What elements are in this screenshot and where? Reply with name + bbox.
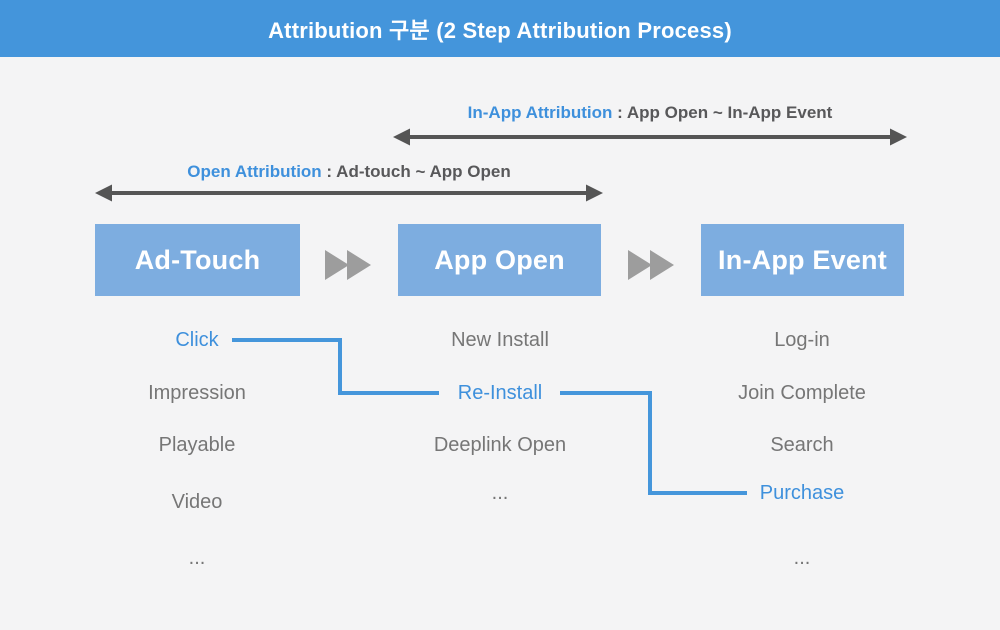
list-item-search: Search: [770, 434, 834, 456]
list-item-re-install: Re-Install: [457, 382, 543, 404]
list-item-impression: Impression: [148, 382, 246, 404]
list-item-log-in: Log-in: [774, 329, 830, 351]
open-range-double-arrow-icon: [95, 184, 603, 202]
stage-box-ad-touch: Ad-Touch: [95, 224, 300, 296]
in-app-attribution-name: In-App Attribution: [467, 103, 613, 122]
list-item-video: Video: [171, 491, 223, 513]
page-title: Attribution 구분 (2 Step Attribution Proce…: [268, 17, 732, 43]
list-item-ellipsis: ...: [793, 547, 811, 569]
title-bar: Attribution 구분 (2 Step Attribution Proce…: [0, 0, 1000, 57]
double-chevron-right-icon: [628, 250, 674, 280]
double-chevron-right-icon: [325, 250, 371, 280]
stage-label: Ad-Touch: [134, 244, 261, 275]
stage-label: In-App Event: [718, 244, 887, 275]
list-item-click: Click: [175, 329, 219, 351]
list-item-playable: Playable: [158, 434, 236, 456]
list-item-new-install: New Install: [451, 329, 549, 351]
in-app-range-double-arrow-icon: [393, 128, 907, 146]
list-item-deeplink-open: Deeplink Open: [433, 434, 567, 456]
list-item-join-complete: Join Complete: [738, 382, 866, 404]
open-attribution-desc: : Ad-touch ~ App Open: [321, 162, 511, 181]
list-item-ellipsis: ...: [491, 482, 509, 504]
stage-box-in-app-event: In-App Event: [701, 224, 904, 296]
in-app-attribution-range-label: In-App Attribution : App Open ~ In-App E…: [393, 101, 907, 125]
stage-box-app-open: App Open: [398, 224, 601, 296]
list-item-purchase: Purchase: [759, 482, 845, 504]
stage-label: App Open: [434, 244, 565, 275]
open-attribution-range-label: Open Attribution : Ad-touch ~ App Open: [95, 160, 603, 184]
in-app-attribution-desc: : App Open ~ In-App Event: [612, 103, 833, 122]
open-attribution-name: Open Attribution: [187, 162, 322, 181]
connector-click-to-reinstall: [232, 338, 439, 395]
connector-reinstall-to-purchase: [560, 391, 747, 495]
list-item-ellipsis: ...: [188, 547, 206, 569]
